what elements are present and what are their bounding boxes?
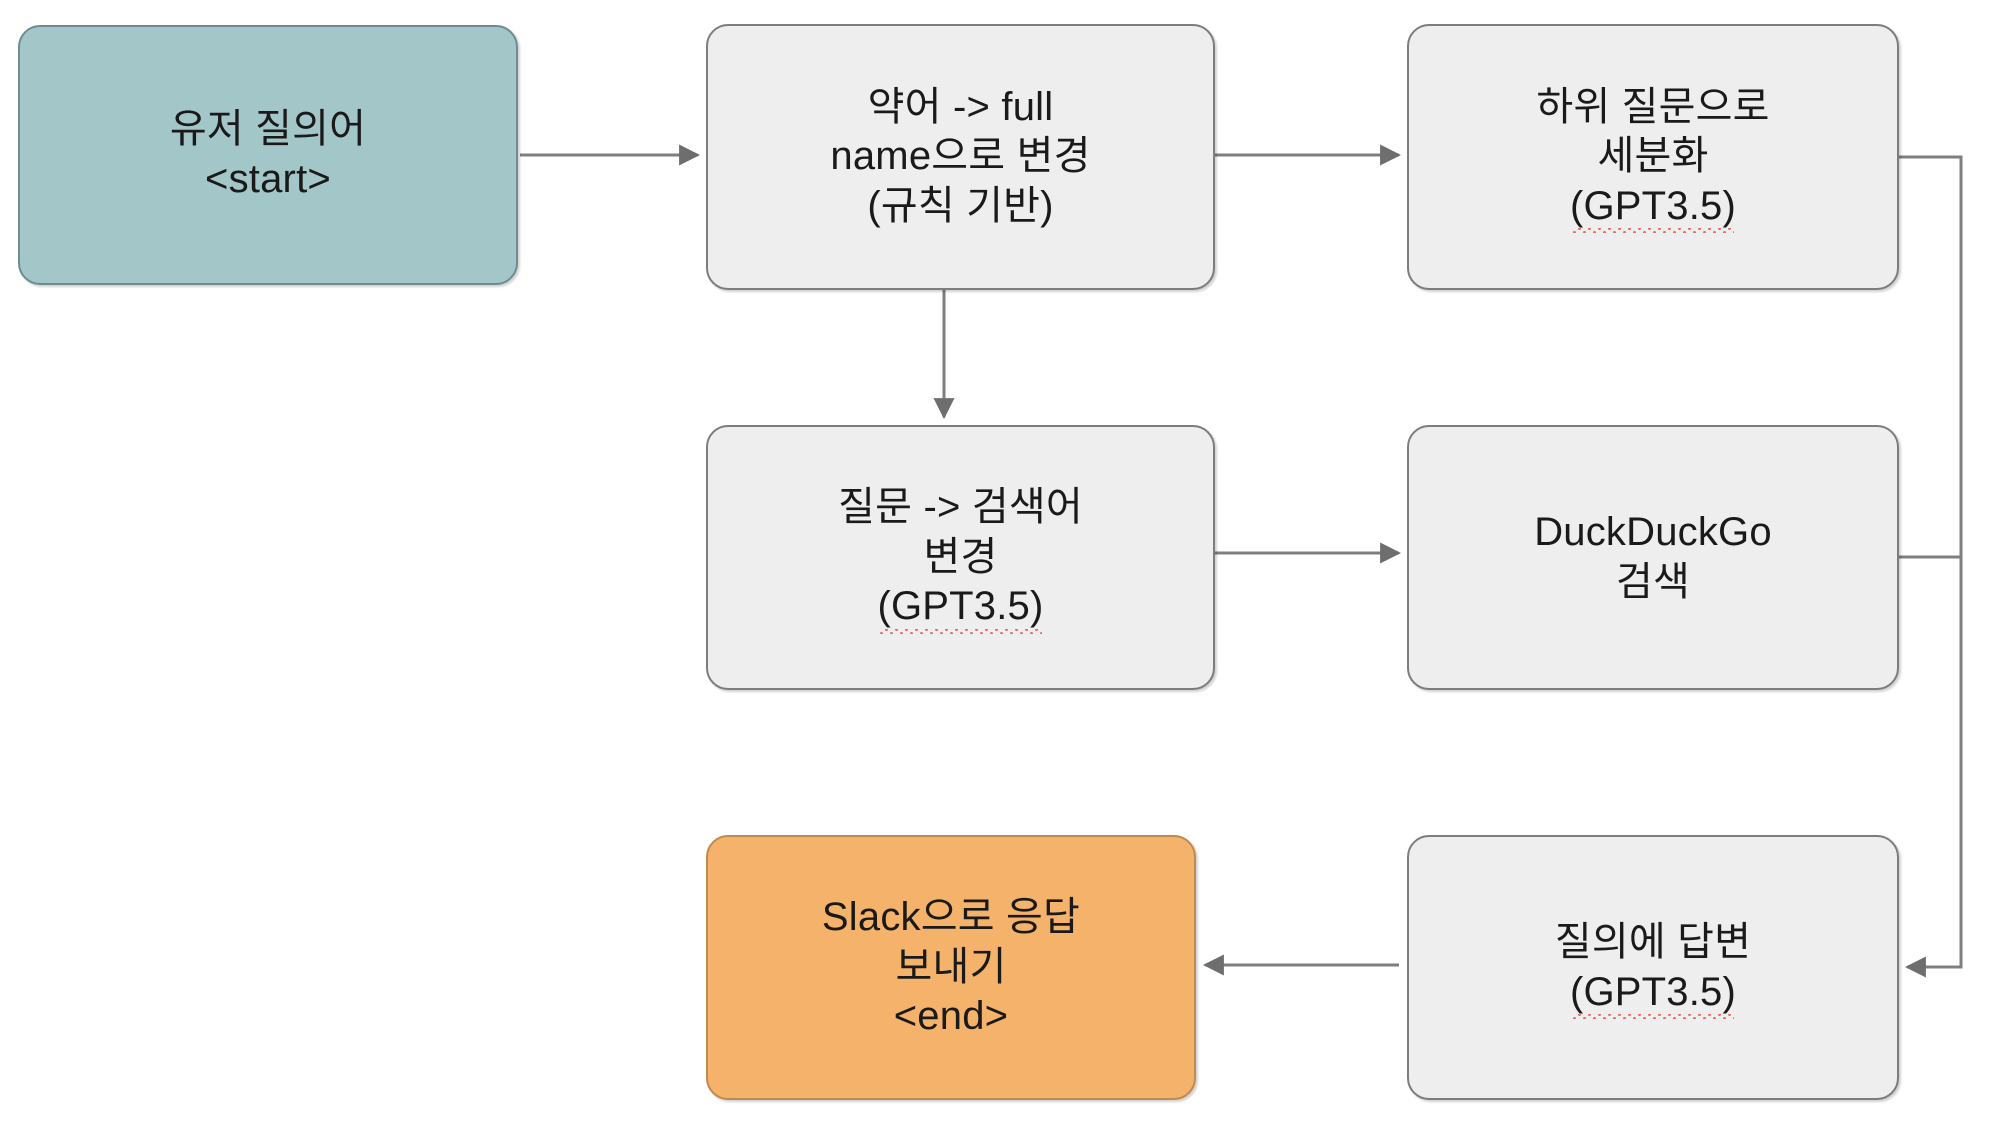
node-user-query-start[interactable]: 유저 질의어<start>	[18, 25, 518, 285]
node-answer-the-query[interactable]: 질의에 답변(GPT3.5)	[1407, 835, 1899, 1100]
node-label-user-query-start: 유저 질의어<start>	[169, 107, 367, 201]
edge-duckduckgo-to-answer	[1899, 555, 1963, 967]
node-label-answer-the-query: 질의에 답변(GPT3.5)	[1543, 918, 1763, 1019]
spellcheck-underline-gpt35: (GPT3.5)	[1570, 968, 1736, 1019]
spellcheck-underline-gpt35: (GPT3.5)	[877, 582, 1043, 634]
spellcheck-underline-gpt35: (GPT3.5)	[1570, 182, 1736, 233]
edge-split-subquestions-to-answer	[1899, 155, 1963, 978]
